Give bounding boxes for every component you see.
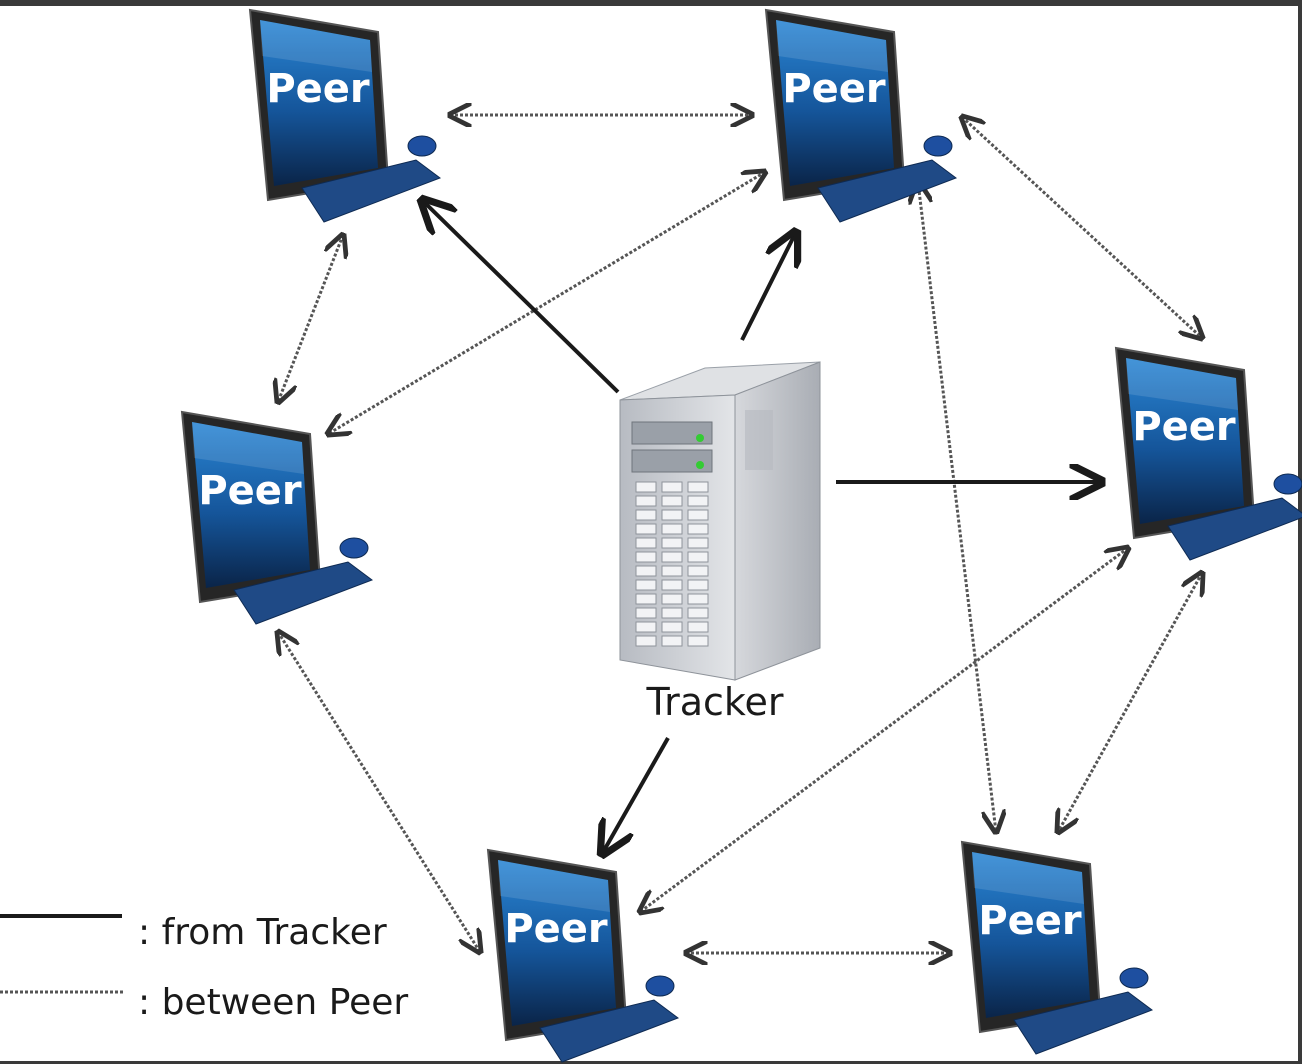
server-drive-slot xyxy=(661,551,683,563)
server-tower-icon xyxy=(619,361,821,681)
server-drive-slot xyxy=(635,593,657,605)
server-drive-slot xyxy=(635,537,657,549)
server-drive-slot xyxy=(635,579,657,591)
frame-right-border xyxy=(1298,0,1302,1064)
edge-tracker-peer-tl xyxy=(422,200,620,394)
server-drive-slot xyxy=(661,523,683,535)
frame-bottom-border xyxy=(0,1061,1302,1064)
peer-label: Peer xyxy=(198,468,302,514)
edge-peer-mr-bc xyxy=(640,548,1128,912)
desktop-computer-icon xyxy=(486,848,680,1063)
edge-peer-mr-br xyxy=(1058,573,1202,832)
server-drive-slot xyxy=(687,579,709,591)
server-drive-slot xyxy=(635,495,657,507)
server-drive-slot xyxy=(687,509,709,521)
server-drive-slot xyxy=(661,481,683,493)
legend-between-peer-label: : between Peer xyxy=(138,982,409,1023)
peer-top-center: Peer xyxy=(764,8,958,223)
legend-swatches xyxy=(0,914,124,994)
server-drive-slot xyxy=(687,495,709,507)
legend-from-tracker-label: : from Tracker xyxy=(138,912,387,953)
peer-top-left: Peer xyxy=(248,8,442,223)
desktop-computer-icon xyxy=(960,840,1154,1055)
desktop-computer-icon xyxy=(248,8,442,223)
peer-label: Peer xyxy=(1132,404,1236,450)
peer-mid-right: Peer xyxy=(1114,346,1302,561)
edge-peer-tc-br xyxy=(918,182,996,832)
server-drive-slot xyxy=(687,523,709,535)
peer-mid-left: Peer xyxy=(180,410,374,625)
server-drive-slot xyxy=(661,607,683,619)
server-drive-slot xyxy=(687,565,709,577)
server-drive-slot xyxy=(661,621,683,633)
server-drive-slot xyxy=(661,495,683,507)
peer-bottom-right: Peer xyxy=(960,840,1154,1055)
tracker-label: Tracker xyxy=(646,680,784,724)
server-drive-slot xyxy=(635,565,657,577)
peer-label: Peer xyxy=(504,906,608,952)
peer-bottom-center: Peer xyxy=(486,848,680,1063)
server-drive-slot xyxy=(687,621,709,633)
server-drive-slot xyxy=(635,635,657,647)
server-drive-slot xyxy=(635,621,657,633)
server-drive-slot xyxy=(661,509,683,521)
server-drive-slot xyxy=(635,607,657,619)
edge-tracker-peer-bc xyxy=(602,737,670,854)
server-drive-slot xyxy=(661,565,683,577)
server-drive-slot xyxy=(687,607,709,619)
edge-peer-tl-ml xyxy=(278,235,343,402)
server-drive-slot xyxy=(635,523,657,535)
server-drive-slot xyxy=(687,537,709,549)
server-drive-slot xyxy=(687,593,709,605)
peer-label: Peer xyxy=(266,66,370,112)
peer-label: Peer xyxy=(978,898,1082,944)
server-drive-slot xyxy=(687,635,709,647)
desktop-computer-icon xyxy=(180,410,374,625)
server-drive-slot xyxy=(635,481,657,493)
server-drive-slot xyxy=(635,551,657,563)
server-drive-slot xyxy=(687,481,709,493)
server-drive-slot xyxy=(635,509,657,521)
frame-top-border xyxy=(0,0,1302,6)
server-drive-slot xyxy=(661,579,683,591)
edge-peer-ml-bc xyxy=(278,632,480,952)
server-drive-slot xyxy=(661,635,683,647)
peer-label: Peer xyxy=(782,66,886,112)
edge-tracker-peer-tc xyxy=(740,232,796,341)
server-drive-slot xyxy=(661,593,683,605)
desktop-computer-icon xyxy=(764,8,958,223)
server-drive-slot xyxy=(661,537,683,549)
server-drive-slot xyxy=(687,551,709,563)
edge-peer-tc-mr xyxy=(962,117,1202,338)
desktop-computer-icon xyxy=(1114,346,1302,561)
